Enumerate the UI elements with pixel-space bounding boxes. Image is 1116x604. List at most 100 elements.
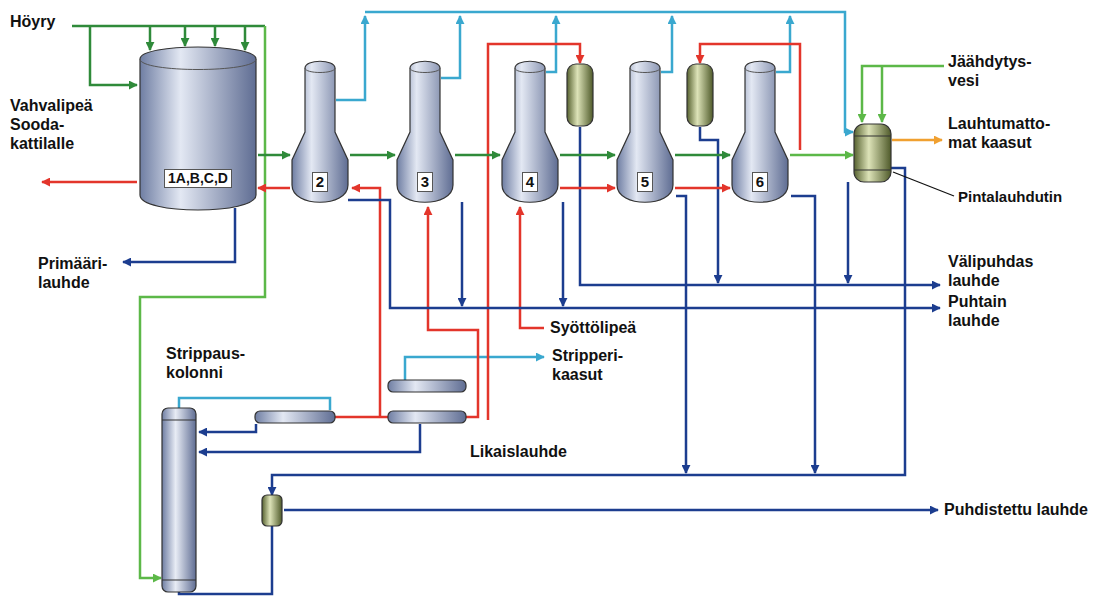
stream-label: Pintalauhdutin [958, 188, 1062, 206]
vessel-body [617, 61, 673, 202]
vapour-line [405, 357, 544, 380]
stream-label: Primääri- lauhde [38, 254, 107, 292]
evaporator-effect: 2 [290, 60, 350, 205]
vessel-outline [290, 60, 350, 205]
stream-label: Stripperi- kaasut [552, 346, 623, 384]
vessel-outline [500, 60, 560, 205]
stream-label: Syöttölipeä [550, 318, 636, 337]
liquor-flow [258, 187, 290, 190]
condensate-line [348, 200, 940, 308]
vapour-flow [675, 154, 730, 157]
condensate-line [791, 196, 815, 473]
stream-label: Puhdistettu lauhde [944, 500, 1088, 519]
liquor-flow [560, 187, 615, 190]
condensate-line [284, 509, 938, 512]
vessel-outline [615, 60, 675, 205]
vapour-flow [350, 154, 395, 157]
condensate-line [676, 196, 686, 473]
steam-line [184, 26, 187, 46]
steam-line [72, 25, 265, 28]
vessel [162, 64, 891, 592]
stream-label: Puhtain lauhde [948, 292, 1007, 330]
vessel-outline [138, 45, 258, 212]
vessel-number: 1A,B,C,D [164, 169, 232, 188]
vapour-flow [258, 154, 290, 157]
steam-line [214, 26, 217, 46]
vessel [687, 64, 713, 126]
leader-line [893, 172, 954, 196]
stream-label: Vahvalipeä Sooda- kattilalle [10, 96, 93, 154]
vessel [162, 579, 196, 580]
vessel [388, 380, 466, 392]
steam-to-column-line [140, 26, 265, 578]
vessel-rim [410, 68, 440, 73]
vapour-line [336, 16, 365, 100]
condensate-line [847, 182, 850, 283]
stream-label: Strippaus- kolonni [166, 344, 245, 382]
gas-line [892, 139, 942, 142]
vessel [388, 411, 466, 423]
vessel [255, 411, 335, 423]
vessel-body [397, 61, 453, 202]
steam-line [244, 26, 247, 50]
vessel-number: 2 [312, 172, 328, 192]
liquor-flow [675, 187, 730, 190]
vapour-line [661, 16, 672, 72]
vessel-number: 6 [752, 172, 768, 192]
liquor-line [520, 207, 544, 328]
vessel [162, 419, 196, 420]
vapour-line [179, 12, 853, 410]
condensate-line [199, 424, 420, 452]
vessel-outline [730, 60, 790, 205]
evaporator-effect: 3 [395, 60, 455, 205]
gas-line [892, 139, 942, 142]
vapour-line [365, 12, 853, 132]
leader-line [893, 172, 954, 196]
vapour-line [179, 398, 330, 410]
stream-label: Likaislauhde [470, 442, 567, 461]
stream-label: Lauhtumatto- mat kaasut [948, 114, 1058, 152]
stream-label: Höyry [10, 12, 55, 31]
vessel-body [292, 61, 348, 202]
vessel [854, 169, 891, 170]
evaporator-effect: 5 [615, 60, 675, 205]
vessel-rim [515, 68, 545, 73]
liquor-line [42, 181, 137, 184]
condensate-line [123, 127, 940, 594]
vessel [262, 495, 282, 526]
vessel-number: 3 [417, 172, 433, 192]
condensate-line [272, 168, 905, 495]
vapour-flow [455, 154, 500, 157]
vessel-number: 5 [637, 172, 653, 192]
vessel-body [502, 61, 558, 202]
evaporator-effect: 4 [500, 60, 560, 205]
vapour-line [441, 16, 460, 78]
steam-to-column-line [881, 66, 884, 122]
evaporator-effect: 6 [730, 60, 790, 205]
steam-to-column-line [140, 26, 944, 578]
liquor-line [488, 44, 580, 420]
vessel-rim [630, 68, 660, 73]
vessel-rim [305, 68, 335, 73]
vessel-body [140, 47, 256, 210]
steam-line [72, 26, 265, 85]
vessel [567, 64, 593, 126]
liquor-line [352, 188, 380, 417]
steam-to-column-line [790, 154, 853, 157]
vessel-rim [745, 68, 775, 73]
vapour-flow [560, 154, 615, 157]
vessel-body [732, 61, 788, 202]
vessel [854, 135, 891, 136]
vessel-outline [395, 60, 455, 205]
steam-to-column-line [862, 66, 944, 122]
condensate-line [562, 202, 565, 306]
stream-label: Välipuhdas lauhde [948, 252, 1033, 290]
condensate-line [123, 208, 235, 262]
evaporator-tank: 1A,B,C,D [138, 45, 258, 212]
steam-line [149, 26, 152, 50]
vessel [854, 124, 891, 182]
vessel-rim [140, 59, 256, 70]
